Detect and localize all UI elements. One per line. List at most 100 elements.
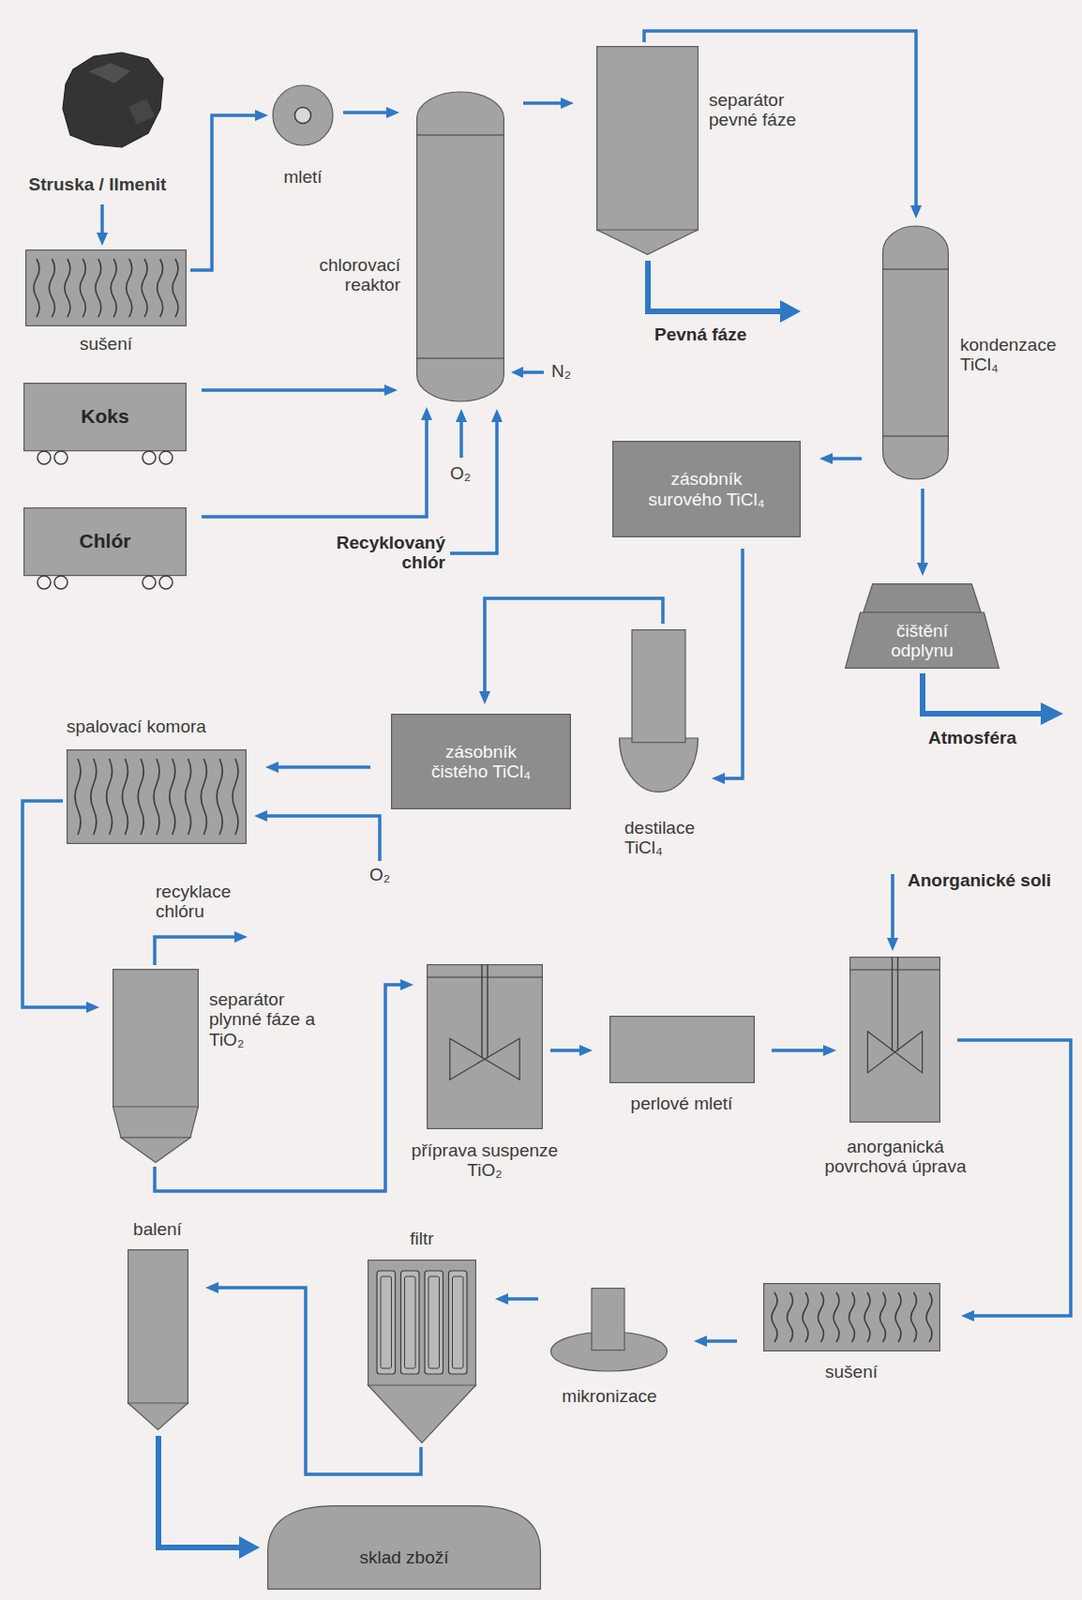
shape-part xyxy=(54,450,68,465)
combustion-chamber: spalovací komora xyxy=(66,749,247,844)
chlorine-recycle-arrow xyxy=(154,931,248,965)
flow-arrow xyxy=(201,406,433,517)
arrow-head xyxy=(205,1281,219,1293)
equipment-label: mletí xyxy=(265,166,341,187)
arrow-head xyxy=(420,406,433,421)
equipment-shape xyxy=(127,1248,189,1430)
equipment-shape xyxy=(271,84,334,147)
shape-part xyxy=(764,1283,941,1352)
arrow-head xyxy=(386,106,400,119)
shape-part xyxy=(159,450,173,465)
arrow-head xyxy=(491,408,503,422)
shape-part xyxy=(849,1292,856,1342)
dryer: sušení xyxy=(763,1282,941,1352)
shape-part xyxy=(619,737,699,792)
shape-part xyxy=(864,1292,871,1342)
shape-part xyxy=(48,258,55,317)
flow-label: N₂ xyxy=(551,360,572,381)
equipment-shape xyxy=(66,749,247,844)
shape-part xyxy=(417,134,505,136)
shape-part xyxy=(376,1270,396,1374)
shape-part xyxy=(95,258,102,317)
shape-part xyxy=(883,435,949,436)
shape-part xyxy=(484,1037,520,1080)
flow-arrow xyxy=(343,106,400,119)
shape-part xyxy=(391,714,572,810)
arrow-line xyxy=(459,420,464,458)
shape-part xyxy=(911,1292,917,1342)
flow-arrow xyxy=(201,384,398,396)
shape-part xyxy=(268,1505,541,1590)
equipment-label: kondenzace TiCl₄ xyxy=(960,334,1077,376)
equipment-label: Chlór xyxy=(30,529,181,553)
equipment-shape xyxy=(763,1282,941,1352)
equipment-shape xyxy=(25,249,187,327)
storage-tank: zásobník surového TiCl₄ xyxy=(612,440,801,538)
shape-part xyxy=(128,1402,189,1429)
shape-part xyxy=(24,508,187,576)
flow-arrow xyxy=(265,761,371,773)
arrow-head xyxy=(255,109,269,121)
shape-part xyxy=(883,225,949,480)
shape-part xyxy=(232,758,239,835)
arrow-line xyxy=(523,101,563,106)
equipment-shape xyxy=(367,1259,477,1443)
shape-part xyxy=(610,1016,755,1083)
arrow-head xyxy=(961,1309,975,1322)
equipment-label: filtr xyxy=(375,1228,469,1248)
shape-part xyxy=(787,1292,794,1342)
equipment-label: separátor plynné fáze a TiO₂ xyxy=(209,989,320,1050)
distillation-column: destilace TiCl₄ xyxy=(618,629,699,793)
arrow-head xyxy=(910,205,922,219)
flow-arrow xyxy=(190,109,269,271)
arrow-head xyxy=(560,97,574,109)
shape-part xyxy=(54,575,68,589)
bead-mill: perlové mletí xyxy=(609,1015,755,1083)
gas-separator: separátor plynné fáze a TiO₂ xyxy=(112,968,199,1163)
arrow-head xyxy=(823,1044,837,1056)
recycled-chlorine-arrow xyxy=(450,408,503,554)
equipment-label: zásobník čistého TiCl₄ xyxy=(415,741,547,782)
shape-part xyxy=(833,1292,840,1342)
equipment-shape xyxy=(112,968,199,1163)
shape-part xyxy=(62,52,164,148)
shape-part xyxy=(427,976,543,977)
equipment-label: zásobník surového TiCl₄ xyxy=(641,468,773,510)
arrow-line xyxy=(521,370,544,375)
arrow-line xyxy=(771,1048,826,1052)
flow-arrow xyxy=(957,1039,1071,1322)
equipment-label: mikronizace xyxy=(534,1385,685,1406)
arrow-line xyxy=(506,1296,539,1301)
equipment-shape xyxy=(882,225,949,480)
flow-label: O₂ xyxy=(450,463,471,483)
equipment-label: separátor pevné fáze xyxy=(708,90,814,131)
flow-arrow xyxy=(550,1044,593,1056)
equipment-label: Struska / Ilmenit xyxy=(16,174,179,195)
flow-label: Anorganické soli xyxy=(907,870,1052,890)
flow-arrow xyxy=(771,1044,837,1056)
flow-label: recyklace chlóru xyxy=(155,881,259,922)
shape-part xyxy=(863,584,981,613)
shape-part xyxy=(75,758,81,835)
shape-part xyxy=(121,758,128,835)
dryer: sušení xyxy=(25,249,187,327)
flow-arrow xyxy=(158,1435,260,1559)
arrow-head xyxy=(495,1292,509,1305)
solid-out-arrow xyxy=(647,260,801,323)
arrow-head xyxy=(819,452,833,465)
raw-material: Struska / Ilmenit xyxy=(16,50,179,201)
shape-part xyxy=(142,575,156,589)
oxygen-arrow xyxy=(455,408,467,458)
shape-part xyxy=(867,1031,895,1073)
arrow-head xyxy=(780,300,801,323)
equipment-label: čištění odplynu xyxy=(866,620,979,662)
rail-wagon: Koks xyxy=(23,382,187,466)
shape-part xyxy=(926,1292,932,1342)
arrow-head xyxy=(254,810,268,822)
shape-part xyxy=(845,612,1000,668)
shape-part xyxy=(417,357,505,359)
shape-part xyxy=(850,968,941,970)
shape-part xyxy=(428,1276,440,1368)
equipment-label: sušení xyxy=(776,1361,927,1382)
flow-arrow xyxy=(819,452,862,465)
